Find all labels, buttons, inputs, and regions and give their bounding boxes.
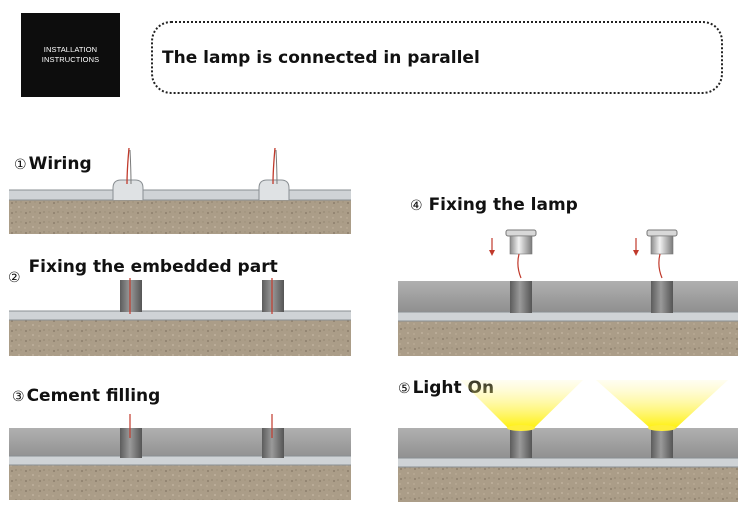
cement-layer [398,428,738,460]
step-1-label: Wiring [28,154,92,174]
pipe [398,458,738,467]
soil-layer [398,466,738,502]
step-4-illustration [398,229,738,356]
step-2-label: Fixing the embedded part [28,257,278,277]
pipe [9,456,351,465]
soil-layer [398,319,738,356]
step-3-number: ③ [12,389,25,405]
step-5-illustration [398,380,738,502]
badge-text: INSTALLATION INSTRUCTIONS [41,45,100,64]
step-2-illustration [9,278,351,356]
light-beam-2 [596,380,728,428]
embedded-sleeve-2 [262,428,284,458]
headline-callout: The lamp is connected in parallel [151,21,723,94]
step-1-number: ① [14,157,27,173]
cement-layer [9,428,351,460]
installed-lamp-2 [651,428,673,458]
step-1-illustration [9,147,351,234]
step-4-label: Fixing the lamp [428,195,578,215]
embedded-sleeve-1 [510,281,532,313]
pipe [398,312,738,321]
step-4-number: ④ [410,198,423,214]
installed-lamp-1 [510,428,532,458]
lamp-1 [505,229,537,279]
step-4-title: ④ Fixing the lamp [410,195,578,215]
step-3-illustration [9,414,351,500]
embedded-sleeve-2 [651,281,673,313]
down-arrow-icon [633,238,639,256]
down-arrow-icon [489,238,495,256]
soil-layer [9,464,351,500]
soil-layer [9,198,351,234]
junction-1 [112,147,144,200]
embedded-sleeve-2 [262,280,284,312]
pipe [9,311,351,320]
step-3-label: Cement filling [26,386,161,406]
soil-layer [9,318,351,356]
installation-instructions-badge: INSTALLATION INSTRUCTIONS [21,13,120,97]
junction-2 [258,147,290,200]
headline-text: The lamp is connected in parallel [162,47,480,68]
embedded-sleeve-1 [120,280,142,312]
step-2-number: ② [8,270,21,286]
cement-layer [398,281,738,313]
embedded-sleeve-1 [120,428,142,458]
light-beam-1 [460,380,583,428]
pipe [9,190,351,200]
lamp-2 [646,229,678,279]
step-2-title: ② Fixing the embedded part [8,257,278,286]
step-5-number: ⑤ [398,381,411,397]
